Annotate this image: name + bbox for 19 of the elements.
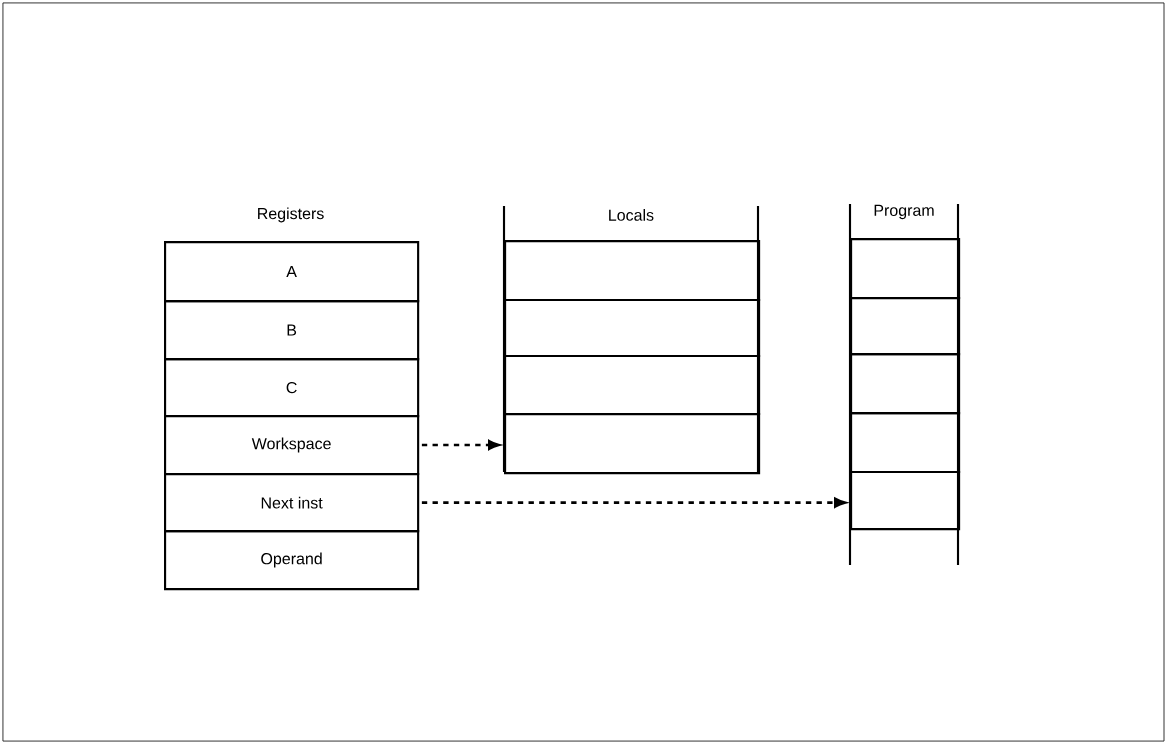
register-cell: Operand <box>164 530 420 591</box>
memory-cell <box>850 353 961 415</box>
memory-cell <box>504 413 761 475</box>
memory-cell <box>850 238 961 300</box>
memory-cell <box>504 240 761 302</box>
column-heading: Registers <box>258 207 324 223</box>
register-cell: C <box>164 358 420 418</box>
register-cell: A <box>164 241 420 303</box>
register-cell: Workspace <box>164 414 420 476</box>
register-cell: B <box>164 300 420 361</box>
memory-cell <box>850 297 961 356</box>
memory-cell <box>850 412 961 474</box>
open-column: Locals <box>502 206 760 472</box>
memory-cell <box>850 470 961 531</box>
register-cell: Next inst <box>164 473 420 533</box>
arrow <box>421 440 500 450</box>
memory-cell <box>504 298 761 358</box>
open-column: Program <box>848 204 960 566</box>
memory-cell <box>504 354 761 416</box>
